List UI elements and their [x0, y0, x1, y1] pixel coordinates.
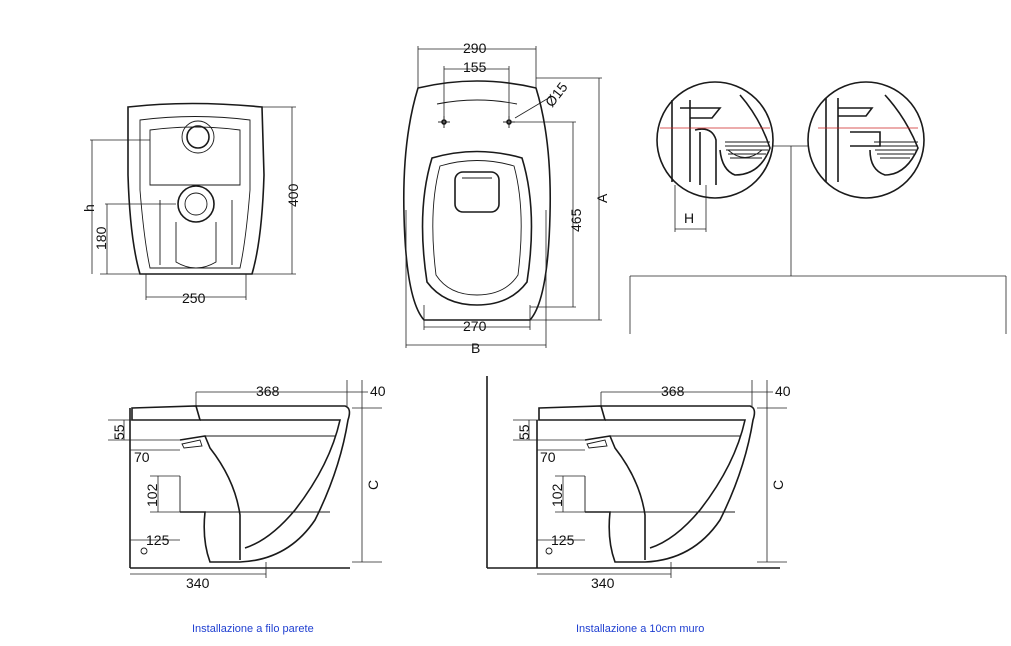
right-368-label: 368	[661, 383, 685, 399]
left-40-label: 40	[370, 383, 386, 399]
detail-connector	[629, 145, 1007, 334]
right-40-label: 40	[775, 383, 791, 399]
left-70-label: 70	[134, 449, 150, 465]
front-outlet-height-label: 180	[93, 226, 109, 250]
left-102-label: 102	[144, 483, 160, 507]
front-width-250-label: 250	[182, 290, 206, 306]
detail-view-right	[807, 81, 925, 199]
front-height-400-label: 400	[285, 183, 301, 207]
side-view-right: 368 40 C 55 70 102 125 340	[486, 376, 791, 591]
caption-10cm-wall: Installazione a 10cm muro	[576, 623, 705, 635]
top-width-290-label: 290	[463, 40, 487, 56]
right-102-label: 102	[549, 483, 565, 507]
top-a-label: A	[594, 193, 610, 203]
detail-view-left: H	[656, 81, 774, 232]
right-125-label: 125	[551, 532, 575, 548]
top-hole-depth-label: 465	[568, 208, 584, 232]
right-70-label: 70	[540, 449, 556, 465]
left-125-label: 125	[146, 532, 170, 548]
front-view: h 180 400 250	[81, 102, 301, 306]
right-340-label: 340	[591, 575, 615, 591]
left-c-label: C	[365, 480, 381, 490]
top-b-label: B	[471, 340, 480, 356]
right-55-label: 55	[516, 424, 532, 440]
right-c-label: C	[770, 480, 786, 490]
detail-h-label: H	[684, 210, 694, 226]
left-340-label: 340	[186, 575, 210, 591]
side-view-left: 368 40 C 55 70 102 125 340	[108, 380, 386, 591]
left-55-label: 55	[111, 424, 127, 440]
front-height-h-label: h	[81, 204, 97, 212]
left-368-label: 368	[256, 383, 280, 399]
top-view: 290 155 Ø15 465 A 270 B	[402, 40, 610, 356]
top-hole-spacing-label: 155	[463, 59, 487, 75]
top-hole-diameter-label: Ø15	[542, 79, 571, 110]
caption-wall-flush: Installazione a filo parete	[192, 623, 314, 635]
top-inner-width-label: 270	[463, 318, 487, 334]
